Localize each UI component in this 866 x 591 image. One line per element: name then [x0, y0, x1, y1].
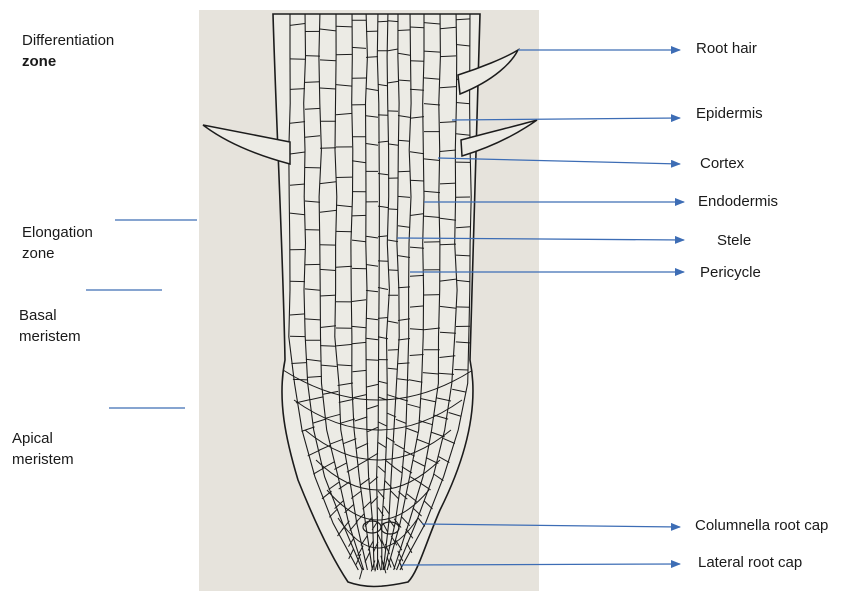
cell-wall — [454, 370, 468, 371]
label-pericycle: Pericycle — [700, 262, 761, 283]
cell-wall — [388, 350, 398, 351]
zone-differentiation-line1: Differentiation — [22, 30, 114, 51]
label-cortex: Cortex — [700, 153, 744, 174]
label-endodermis: Endodermis — [698, 191, 778, 212]
zone-label-elongation: Elongation zone — [22, 222, 93, 264]
zone-basal-line2: meristem — [19, 326, 81, 347]
label-columnella: Columnella root cap — [695, 515, 828, 536]
cell-wall — [378, 21, 388, 22]
zone-differentiation-line2: zone — [22, 51, 114, 72]
cell-wall — [305, 56, 320, 57]
zone-elongation-line1: Elongation — [22, 222, 93, 243]
cell-wall — [352, 215, 366, 216]
cell-wall — [398, 30, 410, 31]
cell-wall — [320, 346, 336, 347]
zone-basal-line1: Basal — [19, 305, 81, 326]
label-epidermis: Epidermis — [696, 103, 763, 124]
cell-wall — [366, 360, 378, 361]
zone-elongation-line2: zone — [22, 243, 93, 264]
label-lateral: Lateral root cap — [698, 552, 802, 573]
zone-label-apical: Apical meristem — [12, 428, 74, 470]
cell-wall — [440, 244, 456, 245]
label-root-hair: Root hair — [696, 38, 757, 59]
cell-wall — [336, 26, 352, 27]
cell-wall — [410, 61, 424, 62]
cell-wall — [440, 56, 456, 57]
zone-dividers — [86, 220, 197, 408]
zone-label-differentiation: Differentiation zone — [22, 30, 114, 72]
cell-wall — [388, 209, 398, 210]
cell-wall — [305, 82, 320, 83]
cell-wall — [320, 148, 336, 149]
cell-wall — [388, 270, 398, 271]
label-stele: Stele — [717, 230, 751, 251]
zone-label-basal: Basal meristem — [19, 305, 81, 347]
zone-apical-line1: Apical — [12, 428, 74, 449]
zone-apical-line2: meristem — [12, 449, 74, 470]
